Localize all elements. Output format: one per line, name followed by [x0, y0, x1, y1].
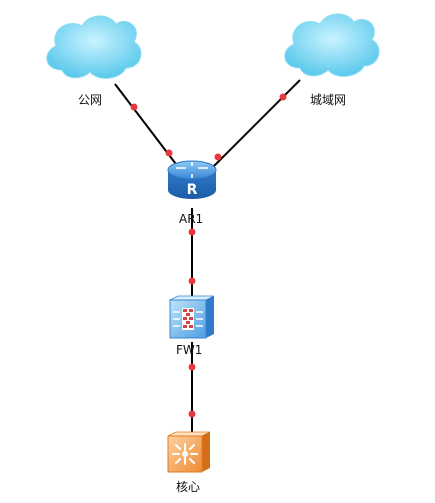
port-dot	[188, 277, 196, 285]
node-label-core: 核心	[176, 480, 200, 494]
links	[114, 79, 301, 432]
port-dot	[188, 228, 196, 236]
cloud-icon	[46, 15, 142, 79]
node-label-gongwang: 公网	[78, 93, 102, 107]
node-label-fw1: FW1	[176, 343, 202, 357]
port-dot	[165, 149, 173, 157]
port-dot	[279, 93, 287, 101]
port-dot	[188, 363, 196, 371]
node-gongwang[interactable]: 公网	[46, 15, 142, 107]
switch-icon	[167, 431, 211, 473]
link-chengyuwang-ar1[interactable]	[209, 79, 301, 171]
port-dot	[188, 410, 196, 418]
port-dot	[130, 103, 138, 111]
firewall-icon	[169, 295, 215, 339]
node-core[interactable]: 核心	[167, 431, 211, 494]
node-label-chengyuwang: 城域网	[310, 93, 346, 107]
node-label-ar1: AR1	[179, 212, 203, 226]
link-gongwang-ar1[interactable]	[114, 83, 183, 173]
router-glyph: R	[187, 182, 198, 198]
node-chengyuwang[interactable]: 城域网	[284, 13, 380, 107]
port-dots	[130, 93, 287, 418]
router-icon: R	[167, 160, 217, 199]
node-fw1[interactable]: FW1	[169, 295, 215, 357]
node-ar1[interactable]: R AR1	[167, 160, 217, 226]
port-dot	[214, 153, 222, 161]
cloud-icon	[284, 13, 380, 77]
